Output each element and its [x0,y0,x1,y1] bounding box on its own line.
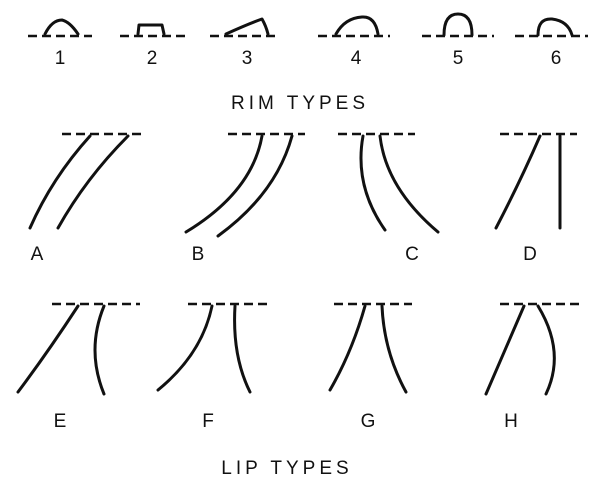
lip-type-b: B [184,132,305,265]
lip-type-f: F [156,302,268,432]
lip-type-c: C [338,132,440,265]
lip-type-h: H [484,302,580,432]
lip-type-g: G [328,302,412,432]
rim-types-title: RIM TYPES [231,93,369,114]
rim-type-6-label: 6 [551,48,562,69]
lip-type-b-label: B [192,244,205,265]
rim-type-5: 5 [422,12,494,69]
rim-type-4-label: 4 [351,48,362,69]
rim-type-5-label: 5 [453,48,464,69]
rim-type-3-label: 3 [242,48,253,69]
lip-type-h-label: H [504,411,518,432]
rim-type-4: 4 [318,15,390,69]
rim-type-2-label: 2 [147,48,158,69]
lip-type-e-label: E [54,411,67,432]
lip-type-c-label: C [405,244,419,265]
rim-type-2: 2 [120,23,185,69]
lip-type-e: E [16,302,140,432]
lip-type-d-label: D [523,244,537,265]
lip-type-d: D [494,132,577,265]
lip-type-a: A [28,132,145,265]
rim-type-3: 3 [210,17,276,69]
rim-type-1-label: 1 [55,48,66,69]
lip-type-f-label: F [202,411,214,432]
rim-type-1: 1 [28,18,92,69]
lip-type-g-label: G [361,411,376,432]
lip-type-a-label: A [31,244,44,265]
lip-types-title: LIP TYPES [221,458,352,479]
rim-type-6: 6 [515,17,588,69]
